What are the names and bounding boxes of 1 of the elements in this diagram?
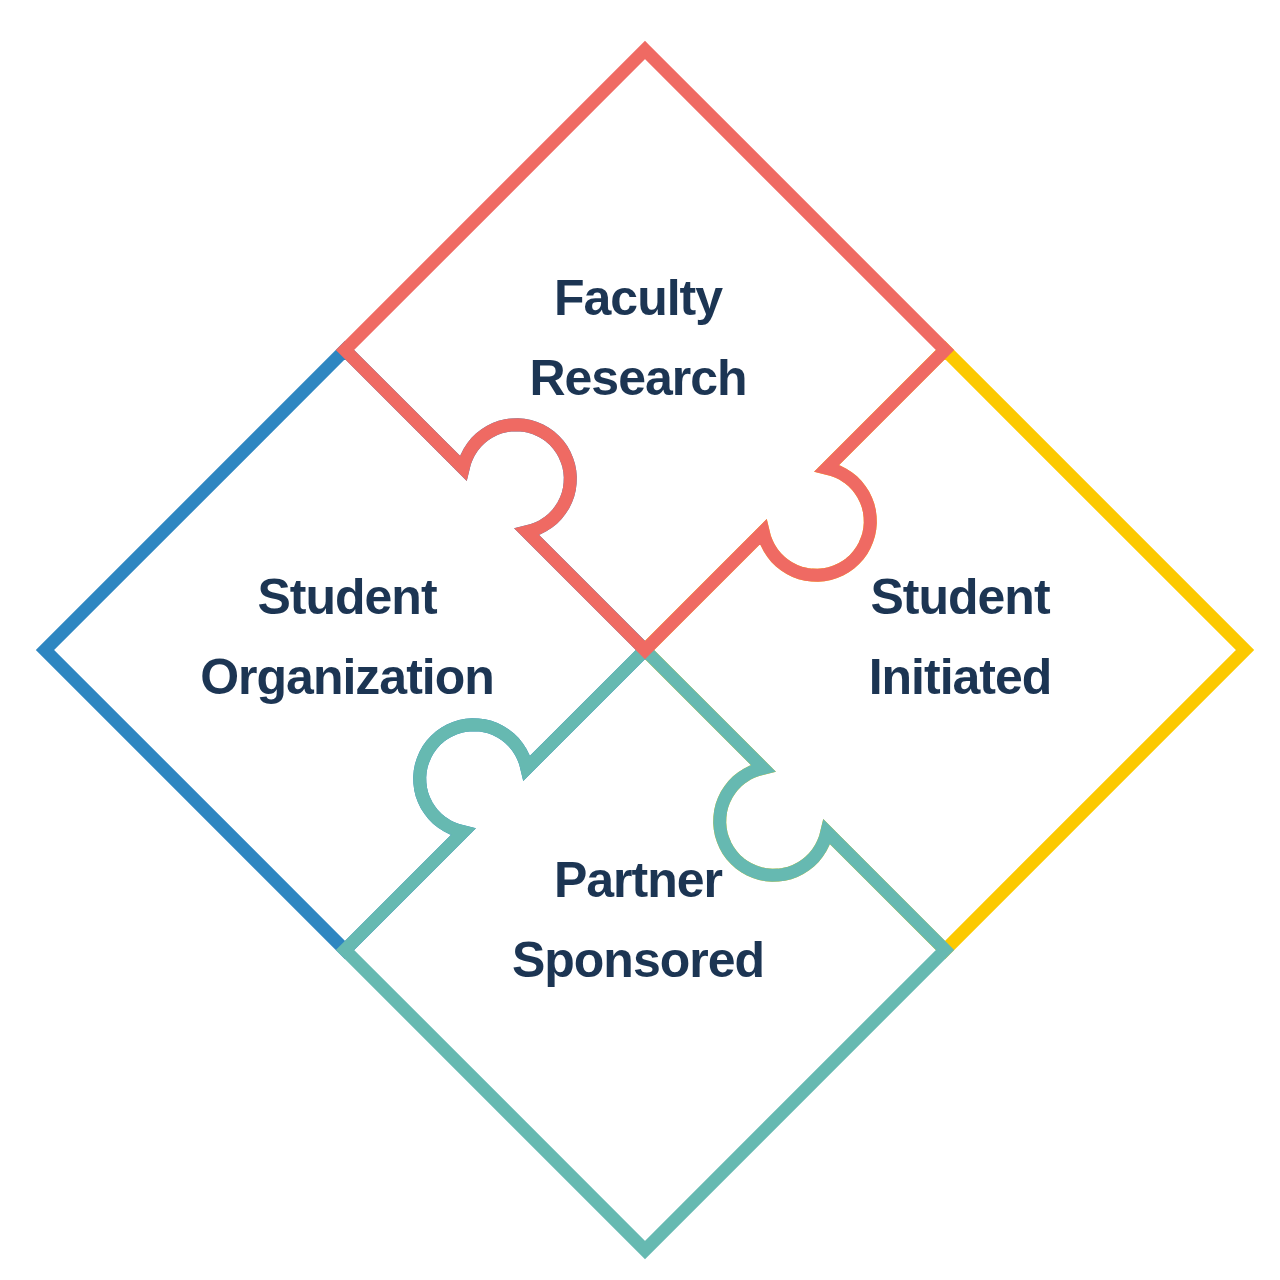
piece-label: Faculty Research xyxy=(528,269,748,408)
